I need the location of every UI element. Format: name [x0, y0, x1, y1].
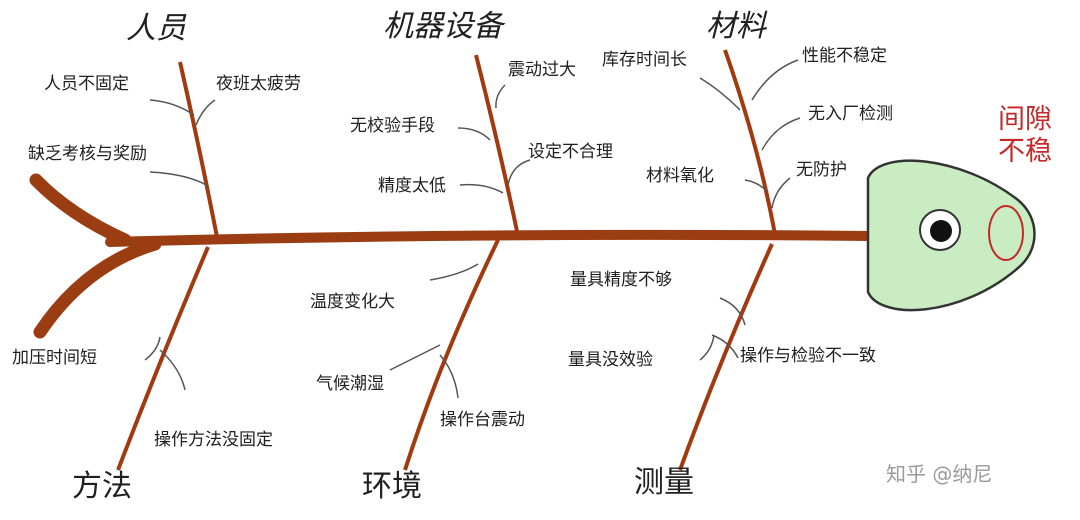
cause-label: 无防护	[796, 160, 847, 180]
effect-label: 间隙 不稳	[980, 104, 1070, 168]
twig-machine-4	[459, 183, 504, 194]
cause-label: 操作台震动	[440, 410, 525, 430]
twig-people-2	[195, 99, 216, 126]
cause-label: 精度太低	[378, 176, 446, 196]
effect-circle	[988, 205, 1024, 261]
bone-environment	[403, 239, 500, 471]
twig-machine-1	[495, 84, 506, 109]
twig-material-1	[699, 77, 741, 111]
cause-label: 性能不稳定	[802, 46, 887, 66]
cause-label: 温度变化大	[310, 292, 395, 312]
category-material: 材料	[706, 9, 766, 44]
cause-label: 震动过大	[508, 60, 576, 80]
category-machine: 机器设备	[383, 9, 503, 44]
cause-twigs	[144, 59, 801, 399]
bone-people	[178, 61, 220, 243]
twig-environment-1	[429, 263, 479, 281]
category-environment: 环境	[362, 469, 422, 504]
bone-method	[116, 246, 210, 471]
bone-machine	[474, 54, 520, 237]
fish-pupil	[930, 220, 952, 242]
twig-machine-2	[457, 127, 491, 141]
twig-method-2	[159, 349, 186, 391]
tail-lower	[33, 237, 162, 339]
cause-label: 人员不固定	[44, 74, 129, 94]
cause-label: 加压时间短	[12, 348, 97, 368]
effect-line-1: 间隙	[998, 104, 1052, 135]
twig-measurement-3	[711, 334, 739, 359]
spine	[105, 229, 875, 247]
category-measurement: 测量	[634, 465, 694, 500]
cause-label: 量具精度不够	[570, 270, 672, 290]
bone-material	[723, 49, 778, 241]
category-method: 方法	[72, 469, 132, 504]
twig-material-3	[761, 117, 801, 151]
tail-upper	[29, 173, 132, 247]
twig-measurement-1	[719, 297, 746, 326]
cause-label: 无入厂检测	[808, 104, 893, 124]
category-people: 人员	[126, 11, 186, 46]
cause-label: 材料氧化	[646, 166, 714, 186]
twig-machine-3	[507, 159, 531, 186]
effect-line-2: 不稳	[998, 136, 1052, 167]
cause-label: 气候潮湿	[316, 374, 384, 394]
cause-label: 设定不合理	[528, 142, 613, 162]
cause-label: 库存时间长	[602, 50, 687, 70]
cause-label: 夜班太疲劳	[216, 74, 301, 94]
twig-environment-2	[389, 344, 441, 371]
cause-label: 缺乏考核与奖励	[28, 144, 147, 164]
twig-material-4	[744, 179, 769, 193]
twig-people-3	[149, 171, 209, 187]
cause-label: 操作方法没固定	[154, 430, 273, 450]
bone-measurement	[678, 243, 774, 471]
twig-method-1	[144, 336, 161, 361]
twig-material-2	[751, 59, 799, 101]
twig-environment-3	[439, 354, 459, 399]
twig-material-5	[771, 177, 791, 209]
cause-label: 无校验手段	[350, 116, 435, 136]
watermark: 知乎 @纳尼	[886, 462, 993, 486]
cause-label: 量具没效验	[568, 350, 653, 370]
cause-label: 操作与检验不一致	[740, 346, 876, 366]
twig-people-1	[149, 99, 195, 116]
twig-measurement-2	[699, 334, 715, 361]
